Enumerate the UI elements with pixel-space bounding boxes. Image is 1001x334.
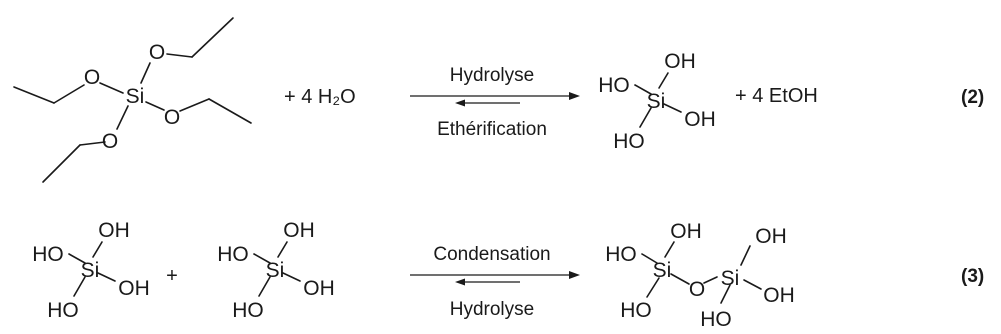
- hydroxyl-group: OH: [98, 219, 130, 242]
- ethanol-product: + 4 EtOH: [735, 85, 818, 107]
- hydroxyl-group: HO: [217, 243, 249, 266]
- silicic-acid-bonds: [68, 241, 116, 297]
- hydroxyl-group: HO: [232, 299, 264, 322]
- oxygen-atom-label: O: [149, 41, 165, 64]
- forward-label-condensation: Condensation: [433, 244, 550, 265]
- silicon-atom-label: Si: [653, 259, 672, 282]
- silicic-acid-molecule: OH HO Si OH HO: [217, 219, 335, 322]
- silicic-acid-bonds: [634, 72, 682, 128]
- hydroxyl-group: HO: [605, 243, 637, 266]
- hydroxyl-group: OH: [755, 225, 787, 248]
- hydroxyl-group: HO: [613, 130, 645, 153]
- hydroxyl-group: HO: [32, 243, 64, 266]
- silicon-atom-label: Si: [647, 90, 666, 113]
- hydroxyl-group: OH: [670, 220, 702, 243]
- plus-sign: +: [166, 265, 178, 287]
- hydroxyl-group: OH: [303, 277, 335, 300]
- silicon-atom-label: Si: [721, 267, 740, 290]
- hydroxyl-group: HO: [598, 74, 630, 97]
- silicon-atom-label: Si: [126, 85, 145, 108]
- teos-molecule: O O Si O O: [13, 17, 252, 183]
- hydroxyl-group: OH: [283, 219, 315, 242]
- hydroxyl-group: OH: [763, 284, 795, 307]
- forward-label-hydrolyse: Hydrolyse: [450, 65, 534, 86]
- silicic-acid-molecule: OH HO Si OH HO: [32, 219, 150, 322]
- bridging-oxygen-atom: O: [689, 278, 705, 301]
- hydroxyl-group: HO: [620, 299, 652, 322]
- silicic-acid-bonds: [253, 241, 301, 297]
- teos-bonds: [13, 17, 252, 183]
- equation-number-2: (2): [961, 87, 984, 108]
- equilibrium-arrow-3: [410, 271, 580, 286]
- silicon-atom-label: Si: [81, 259, 100, 282]
- silicic-acid-molecule: OH HO Si OH HO: [598, 50, 716, 153]
- disiloxane-bonds: [641, 241, 762, 304]
- hydroxyl-group: OH: [664, 50, 696, 73]
- oxygen-atom-label: O: [84, 66, 100, 89]
- hydroxyl-group: OH: [118, 277, 150, 300]
- equation-number-3: (3): [961, 266, 984, 287]
- hydroxyl-group: OH: [684, 108, 716, 131]
- oxygen-atom-label: O: [164, 106, 180, 129]
- silicon-atom-label: Si: [266, 259, 285, 282]
- hydroxyl-group: HO: [47, 299, 79, 322]
- hydroxyl-group: HO: [700, 308, 732, 331]
- disiloxane-molecule: OH HO Si HO O Si OH OH HO: [605, 220, 795, 331]
- equilibrium-arrow-2: [410, 92, 580, 107]
- reverse-label-etherification: Ethérification: [437, 119, 547, 140]
- reverse-label-hydrolyse: Hydrolyse: [450, 299, 534, 320]
- oxygen-atom-label: O: [102, 130, 118, 153]
- water-reagent: + 4 H₂O: [284, 86, 356, 108]
